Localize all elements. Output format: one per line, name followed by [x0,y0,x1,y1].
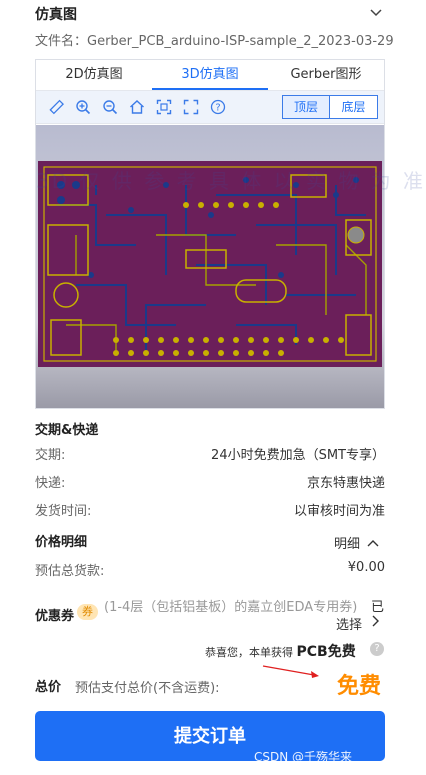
delivery-row-courier: 快递: 京东特惠快递 [35,476,385,491]
congrats-note: 恭喜您，本单获得 PCB免费 [205,644,356,660]
bottom-layer-button[interactable]: 底层 [330,95,378,119]
layer-switch: 顶层 底层 [282,95,378,119]
chevron-right-icon[interactable] [369,614,381,628]
pcb-viewer: 2D仿真图 3D仿真图 Gerber图形 ? 顶层 底层 [35,59,423,409]
help-icon[interactable]: ? [210,99,226,115]
ruler-icon[interactable] [48,99,64,115]
delivery-row-ship-time: 发货时间: 以审核时间为准 [35,504,385,519]
price-title: 价格明细 [35,535,88,550]
tab-gerber[interactable]: Gerber图形 [290,67,362,82]
section-title-simulation: 仿真图 [35,7,77,23]
fullscreen-icon[interactable] [183,99,199,115]
file-name: 文件名：Gerber_PCB_arduino-ISP-sample_2_2023… [35,34,394,49]
coupon-badge: 券 [77,604,98,620]
coupon-select-button[interactable]: 选择 [336,618,363,633]
arrow-annotation [262,665,319,678]
total-price-free: 免费 [337,674,382,699]
top-layer-button[interactable]: 顶层 [282,95,330,119]
coupon-status: 已 [371,600,385,615]
pcb-board-image [38,161,382,367]
svg-text:?: ? [215,103,220,114]
viewer-tabs: 2D仿真图 3D仿真图 Gerber图形 [36,60,384,91]
viewer-toolbar: ? 顶层 底层 [36,91,384,124]
watermark-credit: CSDN @千殇华来 [254,750,353,764]
chevron-up-icon [367,540,379,547]
simulation-header[interactable]: 仿真图 [35,3,387,25]
delivery-title: 交期&快递 [35,423,99,438]
tab-3d[interactable]: 3D仿真图 [152,60,268,90]
tab-2d[interactable]: 2D仿真图 [65,67,123,82]
submit-order-button[interactable]: 提交订单 [35,711,385,761]
pcb-3d-canvas[interactable]: 3D 仅 供 参 考 具 体 以 实 物 为 准 [36,125,423,408]
total-label: 总价 [35,680,62,695]
price-detail-toggle[interactable]: 明细 [334,533,379,552]
delivery-row-lead-time: 交期: 24小时免费加急（SMT专享） [35,448,385,463]
canvas-watermark: 3D 仅 供 参 考 具 体 以 实 物 为 准 [36,169,426,193]
zoom-out-icon[interactable] [102,99,118,115]
help-icon[interactable]: ? [370,642,384,656]
chevron-up-icon[interactable] [369,5,383,19]
price-row-goods: 预估总货款: ¥0.00 [35,560,385,579]
home-icon[interactable] [129,99,145,115]
total-sub-label: 预估支付总价(不含运费): [75,681,220,696]
coupon-label: 优惠券 [35,609,75,624]
zoom-in-icon[interactable] [75,99,91,115]
fit-screen-icon[interactable] [156,99,172,115]
coupon-description: (1-4层（包括铝基板）的嘉立创EDA专用券) [104,600,358,615]
